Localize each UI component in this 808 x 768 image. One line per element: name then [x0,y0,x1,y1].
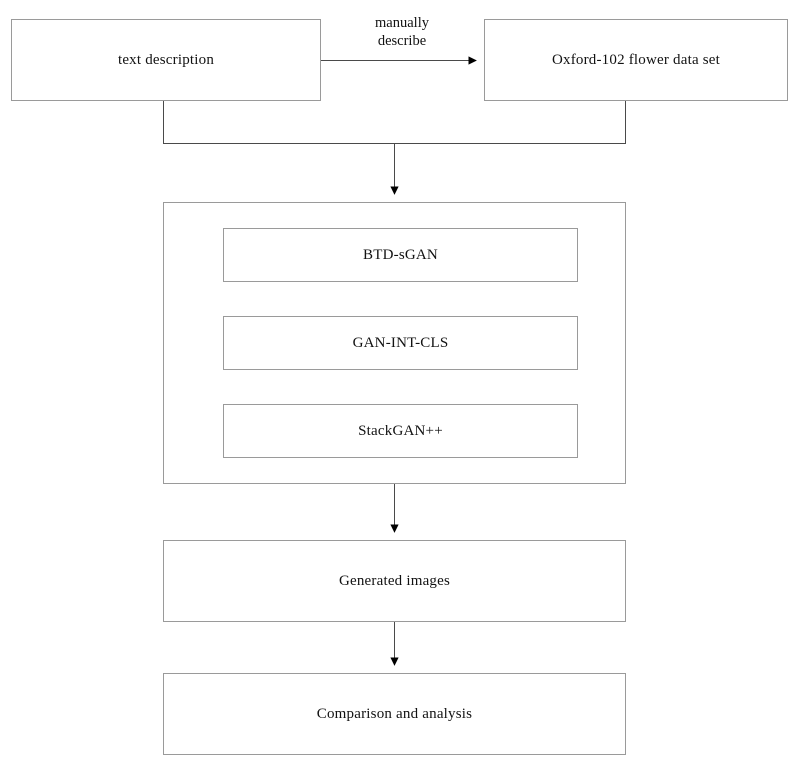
node-models-container[interactable]: BTD-sGAN GAN-INT-CLS StackGAN++ [163,202,626,484]
node-generated-images[interactable]: Generated images [163,540,626,622]
edge-label-line-2: describe [377,32,427,49]
node-gan-int-cls[interactable]: GAN-INT-CLS [223,316,578,370]
node-comparison-and-analysis-label: Comparison and analysis [316,705,473,722]
node-btd-sgan-label: BTD-sGAN [363,246,438,263]
node-text-description-label: text description [117,51,215,68]
node-stackgan-plusplus-label: StackGAN++ [358,422,443,439]
node-generated-images-label: Generated images [338,572,451,589]
edge-label-manually-describe: manually describe [340,15,464,50]
node-stackgan-plusplus[interactable]: StackGAN++ [223,404,578,458]
node-gan-int-cls-label: GAN-INT-CLS [352,334,449,351]
node-oxford-102-dataset[interactable]: Oxford-102 flower data set [484,19,788,101]
edge-label-line-1: manually [375,15,429,31]
node-text-description[interactable]: text description [11,19,321,101]
node-oxford-102-dataset-label: Oxford-102 flower data set [551,51,721,68]
node-comparison-and-analysis[interactable]: Comparison and analysis [163,673,626,755]
node-btd-sgan[interactable]: BTD-sGAN [223,228,578,282]
edge-inputs-to-models [163,101,626,195]
